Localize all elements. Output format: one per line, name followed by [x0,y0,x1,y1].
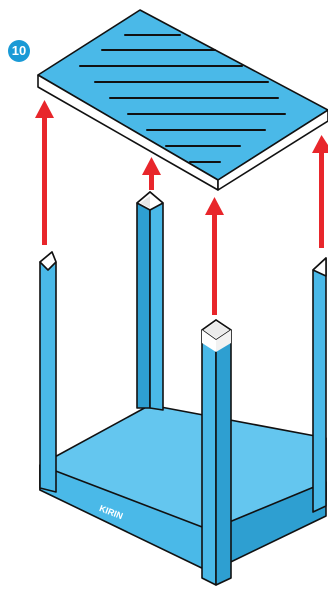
lid-top [38,10,328,180]
corner-post-front [202,320,231,585]
arrow-up-icon [312,135,328,248]
arrow-up-icon [35,100,54,245]
arrow-up-icon [205,197,224,315]
box-lid [38,10,328,190]
corner-post-back [137,192,163,410]
corner-post-left [40,252,56,492]
corner-post-right [313,258,326,512]
arrow-up-icon [142,157,161,190]
box-base: KIRIN [40,240,326,572]
